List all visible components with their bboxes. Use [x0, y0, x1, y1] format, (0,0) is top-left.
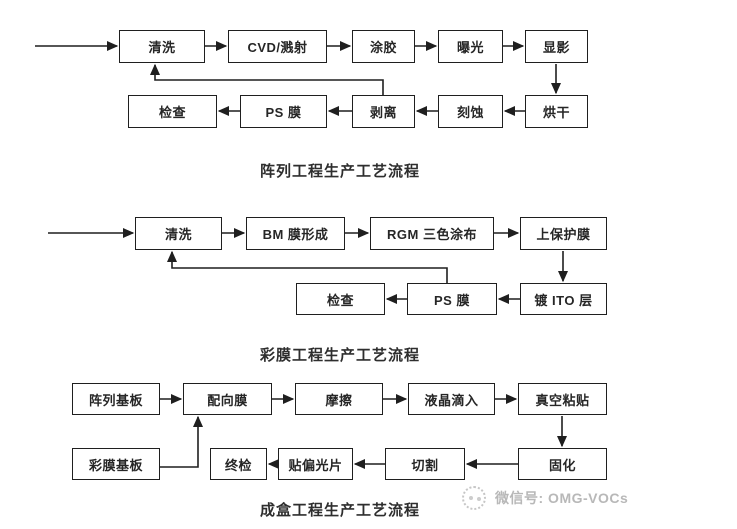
flow-box-lc-dropping: 液晶滴入: [408, 383, 495, 415]
arrow-psfilm-feedback-to-cleaning: [166, 250, 448, 283]
flow-box-vacuum-bonding: 真空粘贴: [518, 383, 607, 415]
watermark-text: 微信号: OMG-VOCs: [495, 490, 629, 506]
flow-box-development: 显影: [525, 30, 588, 63]
watermark: 微信号: OMG-VOCs: [462, 486, 628, 510]
flow-box-bm-film: BM 膜形成: [246, 217, 345, 250]
flow-box-rubbing: 摩擦: [295, 383, 383, 415]
flow-box-stripping: 剥离: [352, 95, 415, 128]
flow-box-polarizer: 贴偏光片: [278, 448, 353, 480]
wechat-icon: [462, 486, 486, 510]
flow-box-rgb-coating: RGM 三色涂布: [370, 217, 494, 250]
flow-box-cf-substrate: 彩膜基板: [72, 448, 160, 480]
flow-box-final-inspection: 终检: [210, 448, 267, 480]
color-filter-process-title: 彩膜工程生产工艺流程: [259, 347, 420, 364]
flow-box-ps-film-2: PS 膜: [407, 283, 497, 315]
flow-box-curing: 固化: [518, 448, 607, 480]
flow-box-etching: 刻蚀: [438, 95, 503, 128]
flow-box-cvd-sputtering: CVD/溅射: [228, 30, 327, 63]
flow-box-inspection-1: 检查: [128, 95, 217, 128]
arrow-stripping-feedback-to-cleaning: [149, 63, 384, 95]
flow-box-cutting: 切割: [385, 448, 465, 480]
flow-box-protective-film: 上保护膜: [520, 217, 607, 250]
flow-box-cleaning-2: 清洗: [135, 217, 222, 250]
flow-box-ps-film-1: PS 膜: [240, 95, 327, 128]
flow-box-cleaning-1: 清洗: [119, 30, 205, 63]
flow-box-array-substrate: 阵列基板: [72, 383, 160, 415]
flow-box-inspection-2: 检查: [296, 283, 385, 315]
flow-box-coating: 涂胶: [352, 30, 415, 63]
flow-box-exposure: 曝光: [438, 30, 503, 63]
arrow-cfsub-to-alignfilm: [160, 415, 204, 468]
flow-box-drying: 烘干: [525, 95, 588, 128]
flow-box-ito-layer: 镀 ITO 层: [520, 283, 607, 315]
flow-box-alignment-film: 配向膜: [183, 383, 272, 415]
array-process-title: 阵列工程生产工艺流程: [259, 163, 420, 180]
cell-process-title: 成盒工程生产工艺流程: [259, 502, 420, 519]
